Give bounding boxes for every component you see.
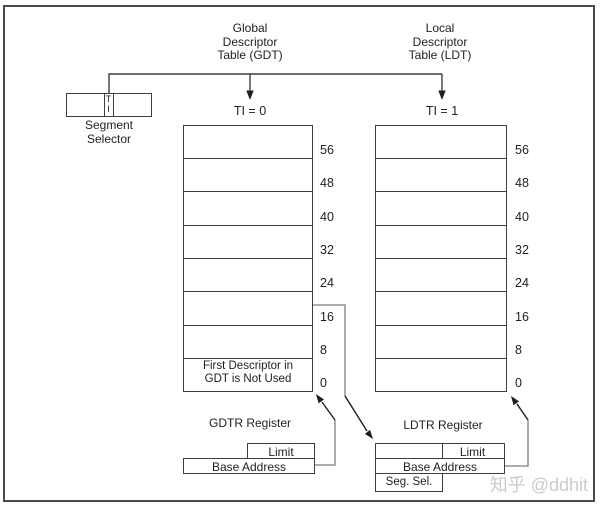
ldtr-base-address-box: Base Address (375, 458, 505, 474)
gdtr-register-title: GDTR Register (208, 416, 291, 430)
ldt-row-line (376, 324, 506, 326)
ldtr-base-address-label: Base Address (402, 459, 478, 474)
ldt-offset-label: 0 (515, 376, 522, 390)
gdt-offset-label: 8 (320, 343, 327, 357)
gdt-title: Global Descriptor Table (GDT) (190, 21, 310, 63)
ldt-row-line (376, 191, 506, 193)
gdt-row-line (184, 324, 312, 326)
ldt-row-line (376, 291, 506, 293)
segment-selector-box: T I (66, 93, 152, 117)
ldt-title: Local Descriptor Table (LDT) (380, 21, 500, 63)
ldt-offset-label: 48 (515, 176, 529, 190)
gdt-first-descriptor-note: First Descriptor in GDT is Not Used (184, 360, 312, 386)
ti-field-right-divider (112, 94, 114, 116)
ldt-offset-label: 24 (515, 276, 529, 290)
gdtr-limit-box: Limit (247, 443, 315, 459)
ldtr-limit-label: Limit (459, 444, 486, 459)
ldtr-limit-box: Limit (375, 443, 505, 459)
gdt-title-line: Table (GDT) (217, 48, 283, 62)
ldt-row-line (376, 158, 506, 159)
ldt-title-line: Descriptor (412, 34, 468, 49)
gdtr-base-address-box: Base Address (183, 458, 315, 474)
watermark: 知乎 @ddhit (489, 475, 588, 495)
gdt-note-line: GDT is Not Used (204, 373, 292, 385)
ti-field-left-divider (103, 94, 105, 116)
gdt-row-line (184, 258, 312, 259)
gdt-offset-label: 32 (320, 243, 334, 257)
gdt-row-line (184, 358, 312, 360)
ldtr-limit-divider (441, 444, 443, 458)
ldt-row-line (376, 358, 506, 360)
ldtr-seg-sel-label: Seg. Sel. (385, 476, 433, 488)
ti-field-letter-i: I (107, 104, 110, 114)
gdt-offset-label: 48 (320, 176, 334, 190)
ldt-row-line (376, 258, 506, 259)
segment-selector-label: Segment Selector (59, 118, 159, 146)
gdt-offset-label: 40 (320, 210, 334, 224)
gdtr-base-address-label: Base Address (211, 459, 287, 474)
gdt-ti-label: TI = 0 (233, 104, 267, 118)
gdt-row-line (184, 191, 312, 193)
gdt-title-line: Descriptor (222, 34, 278, 49)
gdt-row-line (184, 224, 312, 226)
ldt-offset-label: 56 (515, 143, 529, 157)
ldt-offset-label: 8 (515, 343, 522, 357)
ldt-table (375, 125, 507, 392)
ldtr-seg-sel-box: Seg. Sel. (375, 474, 443, 492)
ldt-title-line: Table (LDT) (408, 48, 472, 62)
gdtr-limit-label: Limit (268, 444, 294, 459)
ldt-offset-label: 32 (515, 243, 529, 257)
segment-selector-label-line: Segment (84, 118, 134, 132)
ti-field: T I (104, 94, 114, 114)
gdt-title-line: Global (232, 21, 268, 35)
gdt-offset-label: 16 (320, 310, 334, 324)
gdt-offset-label: 56 (320, 143, 334, 157)
gdt-offset-label: 0 (320, 376, 327, 390)
ldt-ti-label: TI = 1 (425, 104, 459, 118)
ldt-row-line (376, 224, 506, 226)
ldt-offset-label: 40 (515, 210, 529, 224)
gdt-offset-label: 24 (320, 276, 334, 290)
segment-selector-label-line: Selector (86, 131, 132, 146)
ldt-offset-label: 16 (515, 310, 529, 324)
gdt-table (183, 125, 313, 392)
gdt-note-line: First Descriptor in (202, 360, 294, 372)
figure-border (3, 5, 595, 502)
gdt-row-line (184, 158, 312, 159)
gdt-row-line (184, 291, 312, 293)
ti-field-letter-t: T (105, 94, 112, 104)
ldtr-register-title: LDTR Register (403, 418, 483, 432)
ldt-title-line: Local (425, 21, 455, 35)
